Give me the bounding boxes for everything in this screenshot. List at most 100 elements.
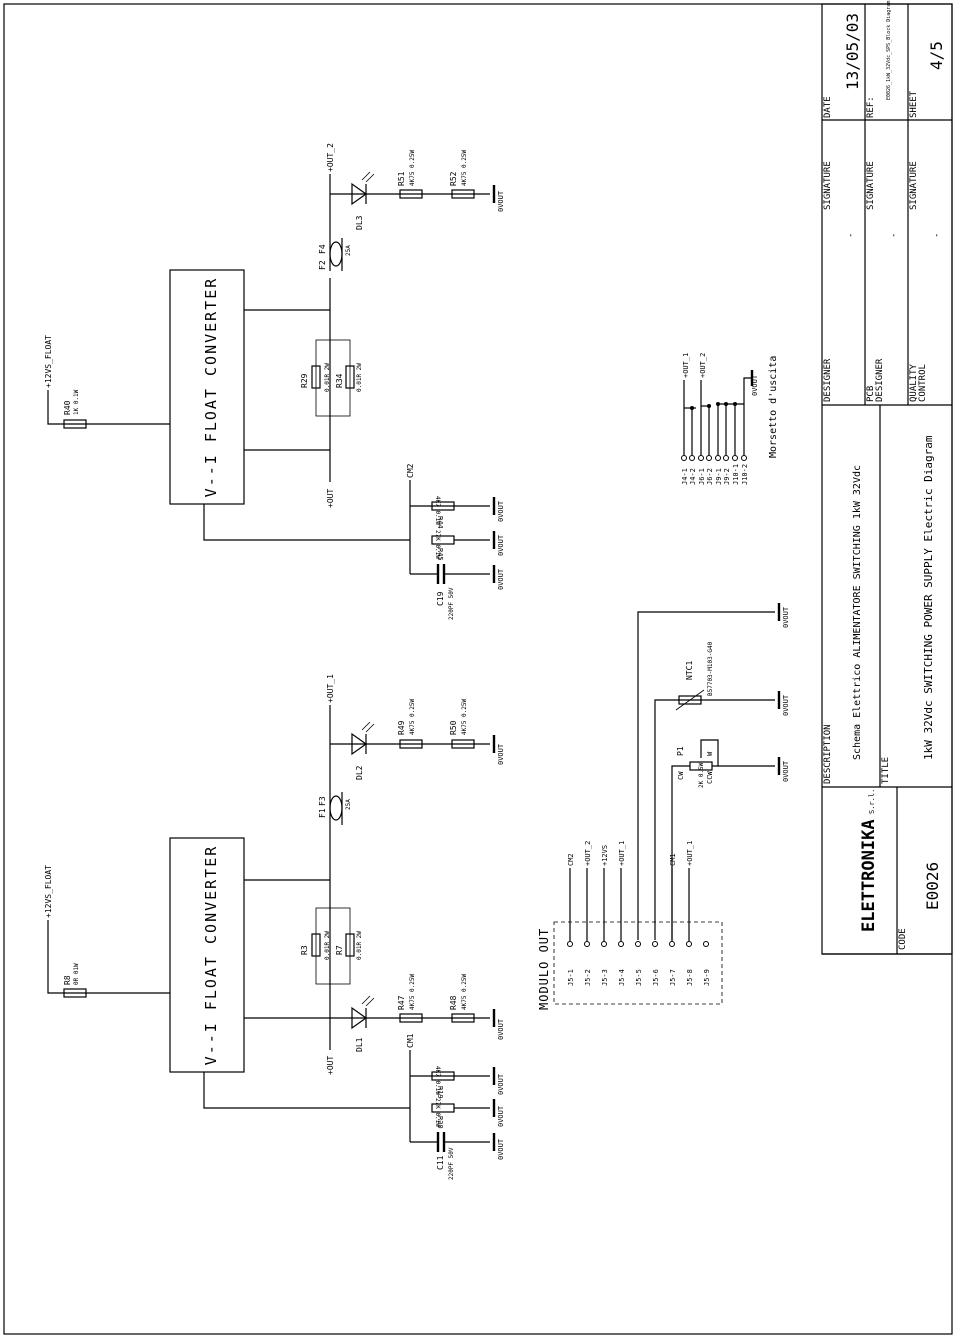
modulo-net-label-3: +12VS (601, 845, 609, 866)
modulo-pin-1 (567, 941, 573, 947)
morsetto-pin-8 (741, 455, 747, 461)
r50-value: 4K75 0.25W (461, 698, 468, 735)
dl2-ref: DL2 (355, 765, 364, 780)
morsetto-pin-2 (689, 455, 695, 461)
net-12vs-float-right: +12VS_FLOAT (44, 335, 53, 388)
modulo-pin-9 (703, 941, 709, 947)
morsetto-pin-6 (723, 455, 729, 461)
r47-ref: R47 (397, 995, 406, 1010)
r29-ref: R29 (300, 373, 309, 388)
r34-ref: R34 (335, 373, 344, 388)
modulo-pin-8 (686, 941, 692, 947)
r34-value: 0.01R 2W (356, 363, 363, 392)
f2-ref: F2 (318, 260, 327, 270)
dl3-ref: DL3 (355, 215, 364, 230)
r48-ref: R48 (449, 995, 458, 1010)
gnd-label-ntc: 0VOUT (782, 694, 790, 716)
led-dl3-icon (351, 182, 368, 206)
modulo-pin-label-1: J5-1 (567, 969, 575, 986)
r7-value: 0.01R 2W (356, 931, 363, 960)
modulo-net-label-1: CM2 (567, 853, 575, 866)
r8-value: 0R 01W (73, 963, 80, 985)
r7-body (345, 933, 355, 957)
modulo-net-label-2: +OUT_2 (584, 841, 592, 866)
r52-ref: R52 (449, 171, 458, 186)
r49-ref: R49 (397, 720, 406, 735)
code-value: E0026 (923, 862, 942, 910)
r7-ref: R7 (335, 945, 344, 955)
morsetto-pin-label-6: J9-2 (723, 468, 731, 485)
trim-section: 0VOUT NTC1 B57703-M103-G40 0VOUT 0VOUT P… (637, 601, 790, 940)
f1-ref: F1 (318, 808, 327, 818)
converter-left-label: V--I FLOAT CONVERTER (202, 845, 220, 1066)
r44-body (431, 501, 455, 511)
r3-value: 0.01R 2W (324, 931, 331, 960)
morsetto-title: Morsetto d'uscita (768, 356, 779, 458)
modulo-pin-label-8: J5-8 (686, 969, 694, 986)
r19-body (431, 1071, 455, 1081)
morsetto-pin-label-4: J6-2 (706, 468, 714, 485)
gnd-label-dl3: 0VOUT (497, 190, 505, 212)
modulo-pin-2 (584, 941, 590, 947)
f3-ref: F3 (318, 796, 327, 806)
r47-value: 4K75 0.25W (409, 973, 416, 1010)
modulo-pin-label-2: J5-2 (584, 969, 592, 986)
gnd-label-r44: 0VOUT (497, 500, 505, 522)
ref-label: REF: (866, 96, 876, 118)
gnd-label-mo: 0VOUT (782, 606, 790, 628)
signature-label-3: SIGNATURE (909, 161, 919, 210)
modulo-pin-label-6: J5-6 (652, 969, 660, 986)
dl1-ref: DL1 (355, 1037, 364, 1052)
morsetto-pin-1 (681, 455, 687, 461)
sheet-label: SHEET (909, 90, 919, 118)
p1-ref: P1 (676, 746, 685, 756)
morsetto-pin-5 (715, 455, 721, 461)
c19-ref: C19 (436, 591, 445, 606)
morsetto-net-gnd: 0VOUT (751, 374, 759, 396)
title-value: 1kW 32Vdc SWITCHING POWER SUPPLY Electri… (922, 435, 935, 760)
r19-ref: R19 (436, 1086, 444, 1099)
c11-value: 220PF 50V (448, 1147, 455, 1180)
fuse-f2-body (329, 241, 343, 267)
fuse-f1-body (329, 795, 343, 821)
modulo-pin-5 (635, 941, 641, 947)
gnd-label-dl2: 0VOUT (497, 743, 505, 765)
morsetto-pin-label-7: J10-1 (732, 464, 740, 485)
morsetto-pin-label-5: J9-1 (715, 468, 723, 485)
modulo-pin-label-3: J5-3 (601, 969, 609, 986)
modulo-pin-label-4: J5-4 (618, 969, 626, 986)
logo-suffix: S.r.l. (868, 789, 876, 814)
r49-body (399, 739, 423, 749)
led-dl2-icon (351, 732, 368, 756)
f4-ref: F4 (318, 244, 327, 254)
logo-text: ELETTRONIKA (859, 819, 879, 932)
net-out2-top: +OUT_2 (326, 143, 335, 172)
code-label: CODE (898, 928, 908, 950)
p1-ccw: CCW (706, 771, 714, 784)
net-out-right: +OUT (326, 489, 335, 508)
ref-value: E0026_1kW_32Vdc_SPS_Block Diagram (886, 1, 892, 100)
r51-body (399, 189, 423, 199)
designer-label: DESIGNER (823, 358, 833, 402)
modulo-pin-label-5: J5-5 (635, 969, 643, 986)
morsetto-pin-label-8: J10-2 (741, 464, 749, 485)
p1-value: 2K 0.5W (698, 762, 705, 788)
modulo-pin-3 (601, 941, 607, 947)
r45-value: 27K 0.1W (434, 530, 441, 559)
p1-cw: CW (677, 771, 685, 780)
modulo-pin-label-9: J5-9 (703, 969, 711, 986)
morsetto-pin-label-1: J4-1 (681, 468, 689, 485)
r47-body (399, 1013, 423, 1023)
r49-value: 4K75 0.25W (409, 698, 416, 735)
title-block: DATE 13/05/03 REF: E0026_1kW_32Vdc_SPS_B… (821, 1, 953, 955)
converter-right-section: V--I FLOAT CONVERTER R40 1K 0.1W +12VS_F… (44, 143, 505, 620)
gnd-label-r19: 0VOUT (497, 1073, 505, 1095)
r44-ref: R44 (436, 516, 444, 529)
gnd-label-c19: 0VOUT (497, 568, 505, 590)
modulo-out-title: MODULO OUT (537, 928, 551, 1010)
r50-ref: R50 (449, 720, 458, 735)
morsetto-net-out1: +OUT_1 (682, 353, 690, 378)
morsetto-net-out2: +OUT_2 (699, 353, 707, 378)
f3-value: 25A (345, 799, 352, 810)
